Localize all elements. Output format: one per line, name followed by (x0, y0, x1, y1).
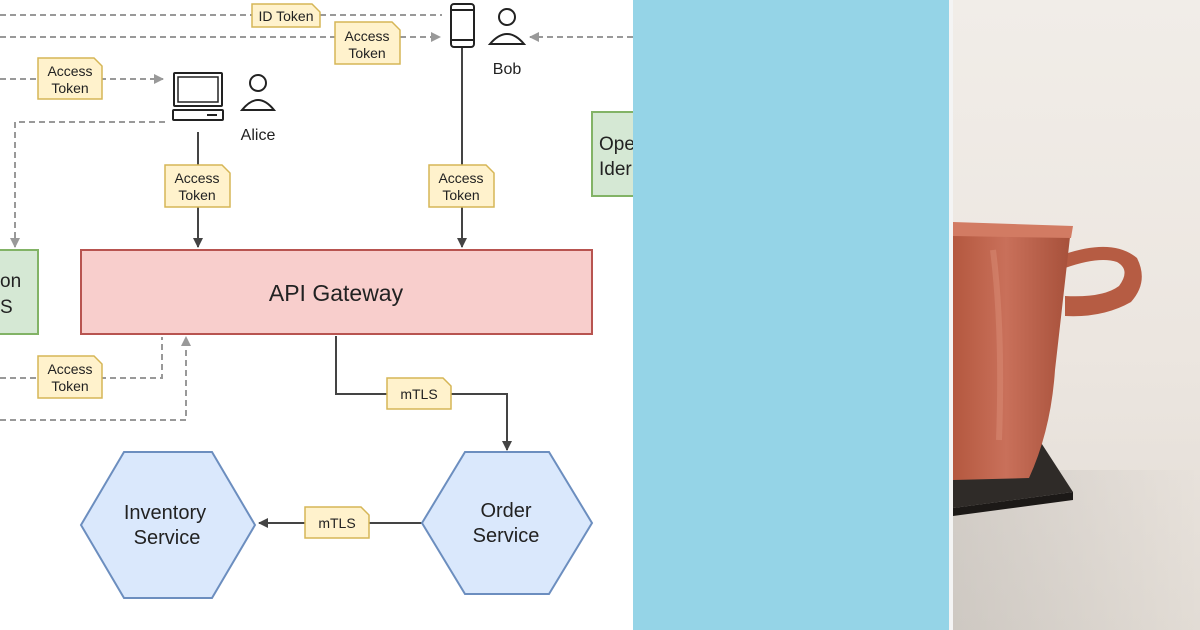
architecture-diagram: API Gateway Inventory Service Order Serv… (0, 3, 633, 599)
bob-label: Bob (493, 61, 522, 78)
access-token-note-alice-gateway: Access Token (164, 164, 231, 208)
id-token-note: ID Token (251, 3, 321, 28)
bob-user-icon (487, 8, 527, 45)
panel-divider (949, 0, 953, 630)
clipped-right-box-line2: Ider (599, 159, 632, 180)
clipped-right-box (591, 111, 633, 197)
alice-to-left-box-flow (10, 121, 165, 248)
access-token-note-bob-top: Access Token (334, 21, 401, 65)
access-token-note-bottom: Access Token (37, 355, 103, 399)
mug-rim (953, 222, 1073, 238)
note-text-line2: Token (178, 187, 215, 203)
note-text-line1: Access (47, 63, 92, 79)
mug-handle (1065, 246, 1142, 317)
note-text-line1: Access (174, 170, 219, 186)
inventory-service-hexagon[interactable] (79, 451, 257, 599)
mtls-note-text: mTLS (318, 515, 355, 531)
smartphone-icon (450, 3, 475, 48)
mug-icon (953, 224, 1071, 480)
access-token-note-alice-top: Access Token (37, 57, 103, 100)
note-text-line1: Access (344, 28, 389, 44)
inventory-service-label-line1: Inventory (124, 502, 206, 524)
inventory-service-label-line2: Service (134, 527, 201, 549)
id-token-note-text: ID Token (259, 8, 314, 24)
return-flow-lower (0, 336, 191, 421)
laptop-icon (172, 72, 224, 121)
order-service-label-line2: Service (473, 525, 540, 547)
note-text-line2: Token (442, 187, 479, 203)
api-gateway-label: API Gateway (269, 280, 404, 306)
note-text-line2: Token (51, 378, 88, 394)
note-text-line2: Token (51, 80, 88, 96)
order-service-hexagon[interactable] (420, 451, 594, 595)
access-token-note-bob-gateway: Access Token (428, 164, 495, 208)
order-service-label-line1: Order (480, 500, 531, 522)
note-text-line1: Access (438, 170, 483, 186)
clipped-right-box-line1: Ope (599, 134, 633, 155)
mtls-note-gateway-order: mTLS (386, 377, 452, 410)
api-gateway-box[interactable] (80, 249, 593, 335)
alice-user-icon (239, 74, 277, 111)
mtls-note-order-inventory: mTLS (304, 506, 370, 539)
clipped-left-box-line1: on (0, 271, 21, 292)
mtls-note-text: mTLS (400, 386, 437, 402)
blue-color-panel (633, 0, 949, 630)
note-text-line1: Access (47, 361, 92, 377)
coffee-mug-photo (953, 0, 1200, 630)
coaster-edge (953, 492, 1073, 516)
alice-label: Alice (241, 127, 276, 144)
note-text-line2: Token (348, 45, 385, 61)
clipped-left-box-line2: S (0, 297, 13, 318)
clipped-left-box (0, 249, 39, 335)
mug-highlight (990, 249, 1004, 441)
